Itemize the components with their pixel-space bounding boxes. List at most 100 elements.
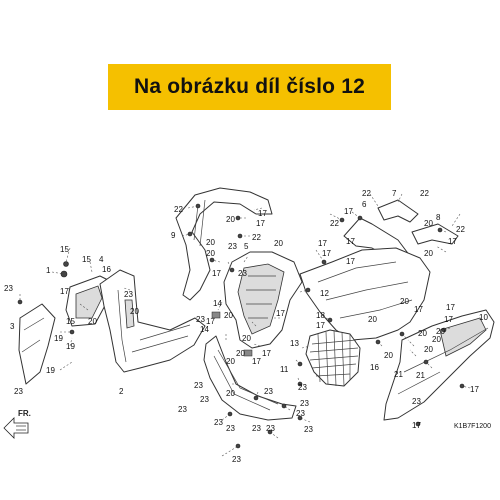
callout[interactable]: 6 [362, 200, 367, 209]
callout[interactable]: 3 [10, 322, 15, 331]
callout[interactable]: 23 [200, 395, 209, 404]
callout[interactable]: 17 [446, 303, 455, 312]
callout[interactable]: 17 [448, 237, 457, 246]
callout[interactable]: 11 [280, 365, 289, 374]
callout[interactable]: 23 [266, 424, 275, 433]
part-3-side-panel[interactable] [18, 303, 56, 385]
callout[interactable]: 22 [252, 233, 261, 242]
part-8-side-trim[interactable] [411, 223, 459, 245]
callout[interactable]: 1 [46, 266, 51, 275]
callout[interactable]: 2 [119, 387, 124, 396]
callout[interactable]: 14 [213, 299, 222, 308]
callout[interactable]: 16 [102, 265, 111, 274]
callout[interactable]: 19 [54, 334, 63, 343]
callout[interactable]: 17 [322, 249, 331, 258]
callout[interactable]: 22 [362, 189, 371, 198]
part-7-top-trim[interactable] [377, 199, 419, 223]
callout[interactable]: 20 [274, 239, 283, 248]
callout[interactable]: 22 [456, 225, 465, 234]
callout[interactable]: 17 [212, 269, 221, 278]
callout[interactable]: 20 [130, 307, 139, 316]
callout[interactable]: 22 [330, 219, 339, 228]
callout[interactable]: 20 [236, 349, 245, 358]
callout[interactable]: 23 [214, 418, 223, 427]
callout[interactable]: 17 [256, 219, 265, 228]
callout[interactable]: 23 [412, 397, 421, 406]
callout[interactable]: 4 [99, 255, 104, 264]
callout[interactable]: 17 [316, 321, 325, 330]
callout[interactable]: 23 [124, 290, 133, 299]
callout[interactable]: 17 [346, 237, 355, 246]
callout[interactable]: 20 [424, 219, 433, 228]
callout[interactable]: 23 [178, 405, 187, 414]
callout[interactable]: 18 [316, 311, 325, 320]
callout[interactable]: 20 [242, 334, 251, 343]
callout[interactable]: 16 [370, 363, 379, 372]
callout[interactable]: 23 [238, 269, 247, 278]
callout[interactable]: 13 [290, 339, 299, 348]
callout[interactable]: 20 [88, 317, 97, 326]
callout[interactable]: 17 [60, 287, 69, 296]
callout[interactable]: 23 [252, 424, 261, 433]
callout[interactable]: 8 [436, 213, 441, 222]
callout[interactable]: 20 [226, 389, 235, 398]
callout[interactable]: 14 [200, 325, 209, 334]
callout[interactable]: 17 [262, 349, 271, 358]
callout[interactable]: 17 [276, 309, 285, 318]
callout[interactable]: 15 [66, 317, 75, 326]
part-14-clip-a[interactable] [211, 311, 221, 319]
callout[interactable]: 20 [226, 357, 235, 366]
callout[interactable]: 20 [424, 345, 433, 354]
callout[interactable]: 20 [384, 351, 393, 360]
callout[interactable]: 15 [60, 245, 69, 254]
part-14-clip-b[interactable] [243, 349, 253, 357]
part-9-windscreen-frame[interactable] [175, 187, 273, 301]
part-2-front-lower-cowl[interactable] [99, 269, 206, 373]
callout[interactable]: 12 [320, 289, 329, 298]
callout[interactable]: 23 [4, 284, 13, 293]
callout[interactable]: 23 [14, 387, 23, 396]
callout[interactable]: 20 [206, 238, 215, 247]
callout[interactable]: 23 [232, 455, 241, 464]
callout[interactable]: 17 [414, 305, 423, 314]
callout[interactable]: 23 [296, 409, 305, 418]
callout[interactable]: 17 [470, 385, 479, 394]
callout[interactable]: 5 [244, 242, 249, 251]
callout[interactable]: 20 [436, 327, 445, 336]
callout[interactable]: 23 [228, 242, 237, 251]
callout[interactable]: 23 [196, 315, 205, 324]
callout[interactable]: 7 [392, 189, 397, 198]
callout[interactable]: 20 [400, 297, 409, 306]
callout[interactable]: 20 [424, 249, 433, 258]
callout[interactable]: 23 [304, 425, 313, 434]
callout[interactable]: 17 [252, 357, 261, 366]
callout[interactable]: 10 [479, 313, 488, 322]
callout[interactable]: 21 [394, 370, 403, 379]
callout[interactable]: 17 [412, 421, 421, 430]
callout[interactable]: 17 [344, 207, 353, 216]
callout[interactable]: 20 [368, 315, 377, 324]
callout[interactable]: 20 [206, 249, 215, 258]
callout[interactable]: 20 [224, 311, 233, 320]
callout[interactable]: 22 [420, 189, 429, 198]
callout[interactable]: 19 [66, 342, 75, 351]
callout[interactable]: 17 [258, 209, 267, 218]
part-11-lower-center-cover[interactable] [203, 335, 297, 421]
callout[interactable]: 23 [298, 383, 307, 392]
callout[interactable]: 15 [82, 255, 91, 264]
callout[interactable]: 20 [432, 335, 441, 344]
callout[interactable]: 23 [300, 399, 309, 408]
callout[interactable]: 9 [171, 231, 176, 240]
callout[interactable]: 20 [418, 329, 427, 338]
callout[interactable]: 19 [46, 366, 55, 375]
callout[interactable]: 17 [444, 315, 453, 324]
callout[interactable]: 23 [194, 381, 203, 390]
callout[interactable]: 23 [226, 424, 235, 433]
callout[interactable]: 17 [346, 257, 355, 266]
callout[interactable]: 17 [318, 239, 327, 248]
part-12-side-cowl[interactable] [299, 247, 431, 341]
callout[interactable]: 21 [416, 371, 425, 380]
callout[interactable]: 17 [206, 317, 215, 326]
callout[interactable]: 22 [174, 205, 183, 214]
callout[interactable]: 23 [264, 387, 273, 396]
